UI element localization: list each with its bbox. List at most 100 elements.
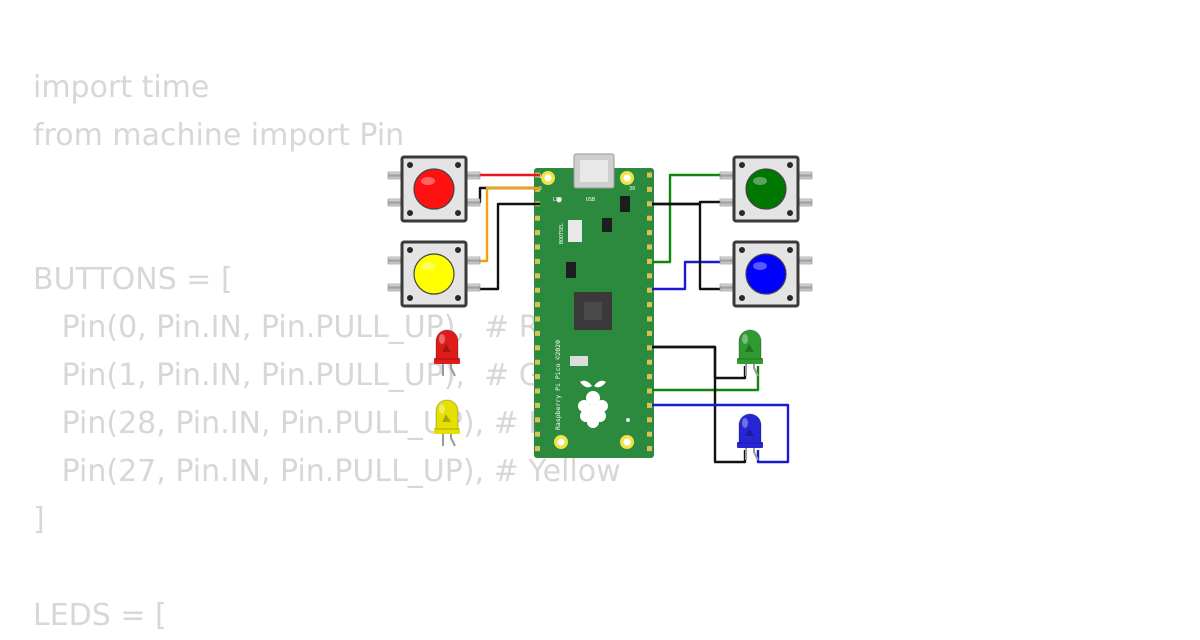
button-cap[interactable] xyxy=(413,168,455,210)
pins-left xyxy=(535,172,540,452)
button-corner-dot xyxy=(455,162,461,168)
wire-gnd-green-led[interactable] xyxy=(652,345,747,380)
button-cap[interactable] xyxy=(413,253,455,295)
button-leg xyxy=(387,198,403,207)
button-leg xyxy=(797,256,813,265)
pin-pad xyxy=(535,446,540,452)
wire-gnd-yellow-button[interactable] xyxy=(466,202,540,291)
code-line: from machine import Pin xyxy=(33,118,405,153)
code-line: import time xyxy=(33,70,210,105)
led-dome xyxy=(435,399,459,430)
button-leg xyxy=(465,198,481,207)
button-corner-dot xyxy=(455,295,461,301)
pin-pad xyxy=(535,402,540,408)
button-leg xyxy=(797,198,813,207)
led-leg xyxy=(753,364,759,377)
button-cap[interactable] xyxy=(745,168,787,210)
wire-blue-led[interactable] xyxy=(652,403,790,464)
pin-pad xyxy=(647,201,652,207)
code-line: Pin(1, Pin.IN, Pin.PULL_UP), # Green xyxy=(33,358,610,393)
button-leg xyxy=(719,171,735,180)
wire-gnd-blue-button[interactable] xyxy=(652,202,735,291)
pin-pad xyxy=(647,359,652,365)
pin-pad xyxy=(535,273,540,279)
button-leg xyxy=(387,256,403,265)
red-pushbutton[interactable] xyxy=(387,155,481,223)
pin1-label: 1 xyxy=(539,174,542,180)
pin-pad xyxy=(535,330,540,336)
pin-pad xyxy=(535,186,540,192)
pin-pad xyxy=(535,345,540,351)
raspberry-pi-logo-icon xyxy=(578,380,608,428)
button-corner-dot xyxy=(739,210,745,216)
red-led[interactable] xyxy=(434,329,460,377)
button-corner-dot xyxy=(739,295,745,301)
pin-pad xyxy=(535,417,540,423)
pin-pad xyxy=(647,273,652,279)
led-dome xyxy=(738,413,762,444)
pin39-label: 39 xyxy=(629,186,635,192)
bootsel-label: BOOTSEL xyxy=(559,223,565,244)
led-rim xyxy=(434,358,460,364)
pico-board[interactable]: Raspberry Pi Pico ©2020 BOOTSEL LED USB … xyxy=(534,153,654,458)
pin-pad xyxy=(535,287,540,293)
code-line: LEDS = [ xyxy=(33,598,167,633)
code-line: Pin(27, Pin.IN, Pin.PULL_UP), # Yellow xyxy=(33,454,621,489)
blue-pushbutton[interactable] xyxy=(719,240,813,308)
pin-pad xyxy=(647,230,652,236)
code-line: BUTTONS = [ xyxy=(33,262,233,297)
wire-blue[interactable] xyxy=(652,260,735,291)
button-corner-dot xyxy=(407,162,413,168)
pin-pad xyxy=(647,446,652,452)
green-led[interactable] xyxy=(737,329,763,377)
pin-pad xyxy=(535,302,540,308)
pin-pad xyxy=(647,431,652,437)
pin-pad xyxy=(535,258,540,264)
button-corner-dot xyxy=(739,162,745,168)
button-leg xyxy=(387,283,403,292)
button-corner-dot xyxy=(455,247,461,253)
button-leg xyxy=(797,283,813,292)
yellow-pushbutton[interactable] xyxy=(387,240,481,308)
led-leg xyxy=(450,364,456,377)
green-pushbutton[interactable] xyxy=(719,155,813,223)
button-corner-dot xyxy=(787,295,793,301)
pin-pad xyxy=(647,287,652,293)
code-line: ] xyxy=(33,502,45,537)
pin-pad xyxy=(647,215,652,221)
button-corner-dot xyxy=(407,295,413,301)
pin-pad xyxy=(647,316,652,322)
button-leg xyxy=(465,283,481,292)
pin-pad xyxy=(535,316,540,322)
pin-pad xyxy=(647,172,652,178)
button-corner-dot xyxy=(407,247,413,253)
button-leg xyxy=(719,256,735,265)
pin-pad xyxy=(647,402,652,408)
pin-pad xyxy=(647,417,652,423)
button-leg xyxy=(465,171,481,180)
button-leg xyxy=(387,171,403,180)
pin-pad xyxy=(535,388,540,394)
pin-pad xyxy=(535,359,540,365)
pin-pad xyxy=(647,258,652,264)
button-cap[interactable] xyxy=(745,253,787,295)
button-corner-dot xyxy=(407,210,413,216)
button-corner-dot xyxy=(787,247,793,253)
pin-pad xyxy=(535,374,540,380)
led-dome xyxy=(738,329,762,360)
button-corner-dot xyxy=(455,210,461,216)
bootsel-button[interactable] xyxy=(568,220,582,242)
pin-pad xyxy=(647,388,652,394)
led-dome xyxy=(435,329,459,360)
led-rim xyxy=(737,442,763,448)
pins-right xyxy=(647,172,652,452)
pin-pad xyxy=(647,302,652,308)
pin-pad xyxy=(647,330,652,336)
blue-led[interactable] xyxy=(737,413,763,461)
yellow-led[interactable] xyxy=(434,399,460,447)
wire-green[interactable] xyxy=(652,173,735,264)
pin2-label: 2 xyxy=(539,186,542,192)
button-corner-dot xyxy=(739,247,745,253)
button-corner-dot xyxy=(787,210,793,216)
